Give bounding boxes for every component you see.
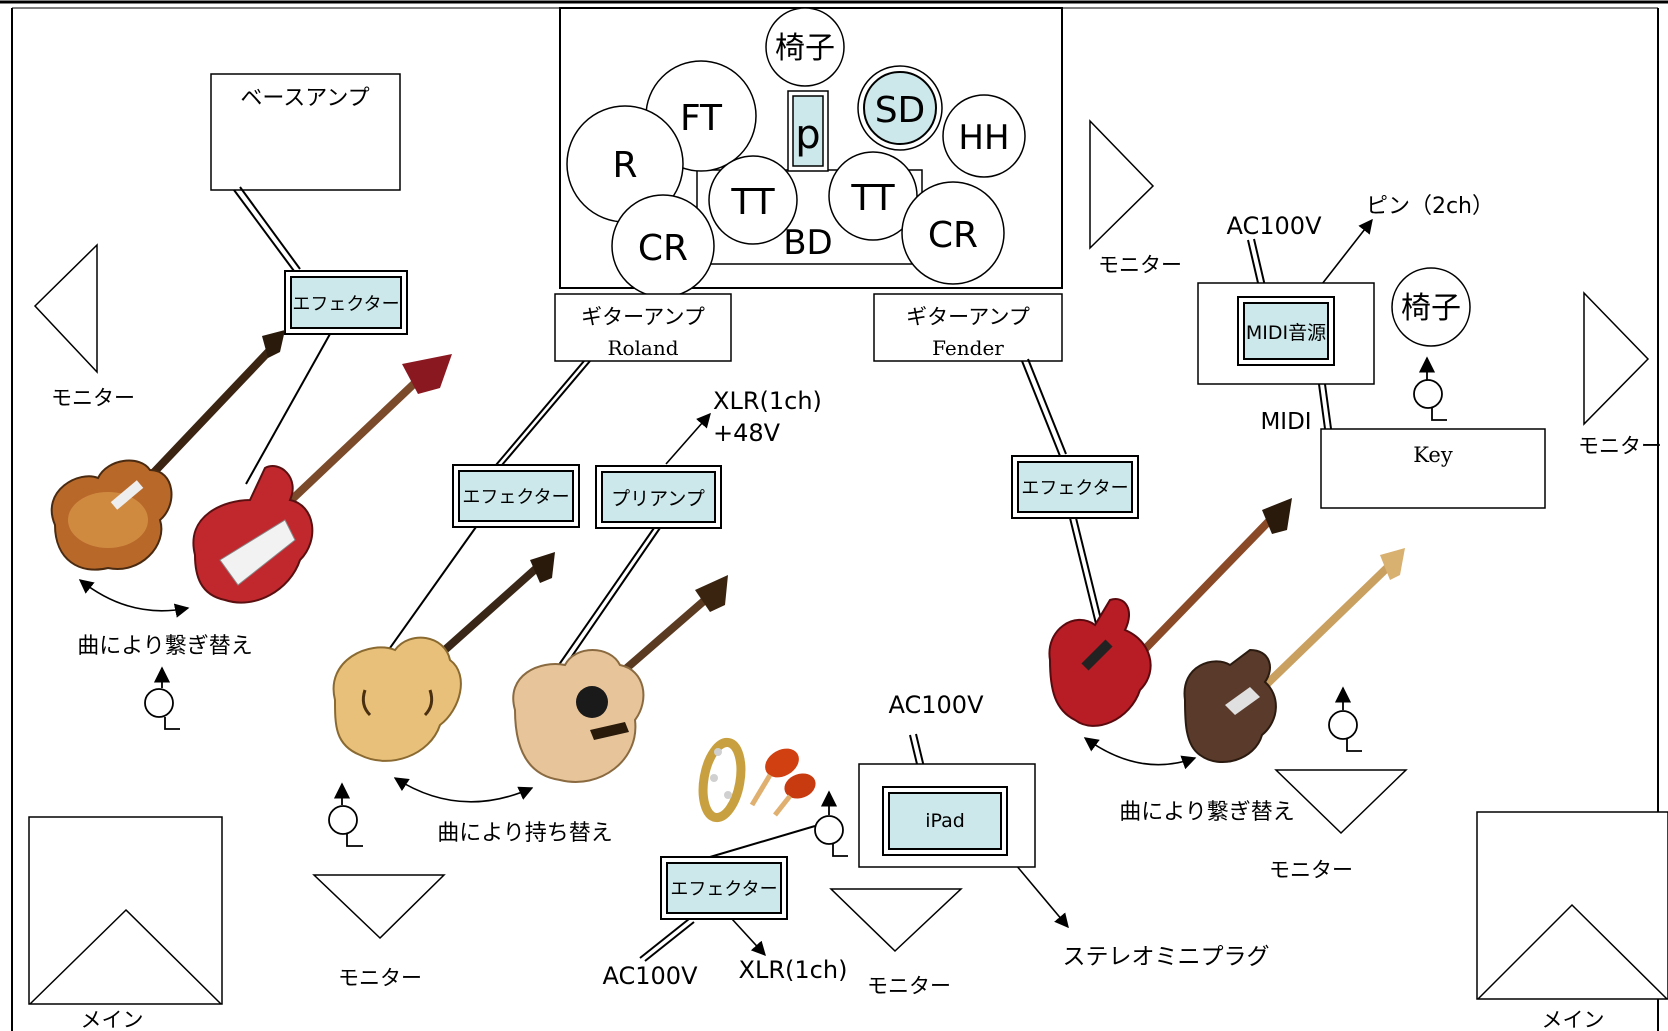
floor-tom-label: FT bbox=[680, 98, 723, 139]
main-speaker-left: メイン bbox=[28, 816, 223, 1031]
guitar-amp-roland-title: ギターアンプ bbox=[581, 305, 705, 329]
guitar-amp-roland-brand: Roland bbox=[607, 336, 678, 360]
effector-center: エフェクター bbox=[660, 856, 788, 920]
preamp-output-arrow bbox=[665, 412, 711, 465]
guitar-amp-fender: ギターアンプ Fender bbox=[873, 293, 1063, 362]
monitor-left: モニター bbox=[33, 243, 135, 410]
guitar-amp-fender-brand: Fender bbox=[932, 336, 1004, 360]
mic-semihollow bbox=[328, 782, 363, 847]
guitar-amp-roland: ギターアンプ Roland bbox=[554, 293, 732, 362]
preamp-output-line-2: +48V bbox=[713, 419, 781, 447]
crash-cymbal-right: CR bbox=[901, 181, 1005, 285]
tom-1: TT bbox=[708, 155, 798, 245]
drum-chair-label: 椅子 bbox=[775, 31, 835, 66]
drum-chair: 椅子 bbox=[765, 7, 845, 87]
ipad-stand: iPad bbox=[858, 763, 1036, 868]
mic-keyboard-chair bbox=[1413, 356, 1447, 421]
keyboard: Key bbox=[1320, 428, 1546, 509]
electric-swap-arrow bbox=[1083, 737, 1197, 770]
effector-roland-label: エフェクター bbox=[462, 487, 569, 508]
monitor-bottom-left: モニター bbox=[312, 874, 446, 990]
electric-swap-caption: 曲により繋ぎ替え bbox=[1119, 800, 1295, 825]
snare-drum: SD bbox=[857, 65, 943, 151]
acoustic-swap-arrow bbox=[393, 777, 534, 803]
midi-cable-label: MIDI bbox=[1260, 409, 1311, 435]
mic-bass bbox=[144, 666, 180, 730]
monitor-far-right: モニター bbox=[1578, 291, 1662, 458]
snare-label: SD bbox=[875, 90, 926, 131]
bass-swap-arrow bbox=[78, 579, 190, 618]
keyboard-chair-label: 椅子 bbox=[1401, 291, 1461, 326]
midi-rack: MIDI音源 bbox=[1197, 282, 1375, 385]
ride-label: R bbox=[612, 145, 637, 186]
monitor-left-label: モニター bbox=[51, 386, 135, 410]
monitor-top-center-label: モニター bbox=[1098, 253, 1182, 277]
sg-guitar-image bbox=[1048, 498, 1292, 727]
telecaster-guitar-image bbox=[1183, 548, 1405, 764]
effector-center-label: エフェクター bbox=[670, 879, 777, 900]
ipad-ac-label: AC100V bbox=[889, 691, 985, 719]
monitor-far-right-label: モニター bbox=[1578, 434, 1662, 458]
monitor-bottom-left-label: モニター bbox=[338, 966, 422, 990]
effector-bass: エフェクター bbox=[284, 270, 408, 335]
main-right-label: メイン bbox=[1542, 1008, 1605, 1031]
keyboard-label: Key bbox=[1413, 443, 1453, 467]
ipad-label: iPad bbox=[925, 810, 965, 832]
acoustic-swap-caption: 曲により持ち替え bbox=[437, 821, 613, 846]
bass-amp: ベースアンプ bbox=[210, 73, 401, 191]
monitor-bottom-right-label: モニター bbox=[1269, 858, 1353, 882]
ipad-output-label: ステレオミニプラグ bbox=[1063, 944, 1270, 970]
center-ac-label: AC100V bbox=[603, 962, 699, 990]
midi-module-label: MIDI音源 bbox=[1246, 322, 1326, 344]
effector-bass-label: エフェクター bbox=[292, 294, 399, 315]
midi-ac-label: AC100V bbox=[1227, 212, 1323, 240]
center-xlr-arrow bbox=[731, 918, 766, 957]
tom-1-label: TT bbox=[730, 182, 775, 223]
effector-roland: エフェクター bbox=[452, 464, 580, 528]
tom-2-label: TT bbox=[850, 178, 895, 219]
mic-stands bbox=[144, 356, 1447, 857]
preamp-output-line-1: XLR(1ch) bbox=[713, 387, 822, 415]
maracas-image bbox=[749, 748, 816, 817]
effector-fender-label: エフェクター bbox=[1021, 478, 1128, 499]
crash-right-label: CR bbox=[928, 215, 978, 256]
keyboard-chair: 椅子 bbox=[1391, 267, 1471, 347]
midi-output-label: ピン（2ch） bbox=[1366, 194, 1494, 219]
tambourine-image bbox=[698, 737, 746, 823]
bass-amp-label: ベースアンプ bbox=[240, 86, 369, 111]
tom-2: TT bbox=[828, 151, 918, 241]
preamp: プリアンプ bbox=[595, 465, 722, 529]
pedal-label: p bbox=[795, 112, 820, 158]
crash-left-label: CR bbox=[638, 228, 688, 269]
kick-pedal: p bbox=[787, 90, 829, 172]
mic-telecaster bbox=[1328, 686, 1362, 752]
rickenbacker-bass-image bbox=[192, 354, 452, 604]
main-left-label: メイン bbox=[81, 1008, 144, 1031]
mic-center bbox=[814, 790, 848, 857]
monitor-bottom-right: モニター bbox=[1269, 769, 1408, 882]
crash-cymbal-left: CR bbox=[611, 194, 715, 298]
acoustic-guitar-image bbox=[512, 575, 728, 783]
violin-bass-image bbox=[50, 330, 285, 571]
bass-swap-caption: 曲により繋ぎ替え bbox=[77, 634, 253, 659]
guitar-amp-fender-title: ギターアンプ bbox=[906, 305, 1030, 329]
hi-hat: HH bbox=[942, 94, 1026, 178]
bass-drum-label: BD bbox=[783, 223, 833, 263]
main-speaker-right: メイン bbox=[1476, 811, 1668, 1031]
monitor-bottom-center-label: モニター bbox=[867, 974, 951, 998]
monitor-bottom-center: モニター bbox=[829, 888, 963, 998]
signal-arrows bbox=[78, 218, 1373, 957]
monitor-top-center: モニター bbox=[1089, 119, 1182, 277]
preamp-label: プリアンプ bbox=[611, 488, 705, 510]
midi-output-arrow bbox=[1314, 218, 1373, 294]
semi-hollow-guitar-image bbox=[332, 552, 555, 762]
center-xlr-label: XLR(1ch) bbox=[739, 956, 848, 984]
hi-hat-label: HH bbox=[958, 118, 1009, 158]
effector-fender: エフェクター bbox=[1011, 455, 1139, 519]
